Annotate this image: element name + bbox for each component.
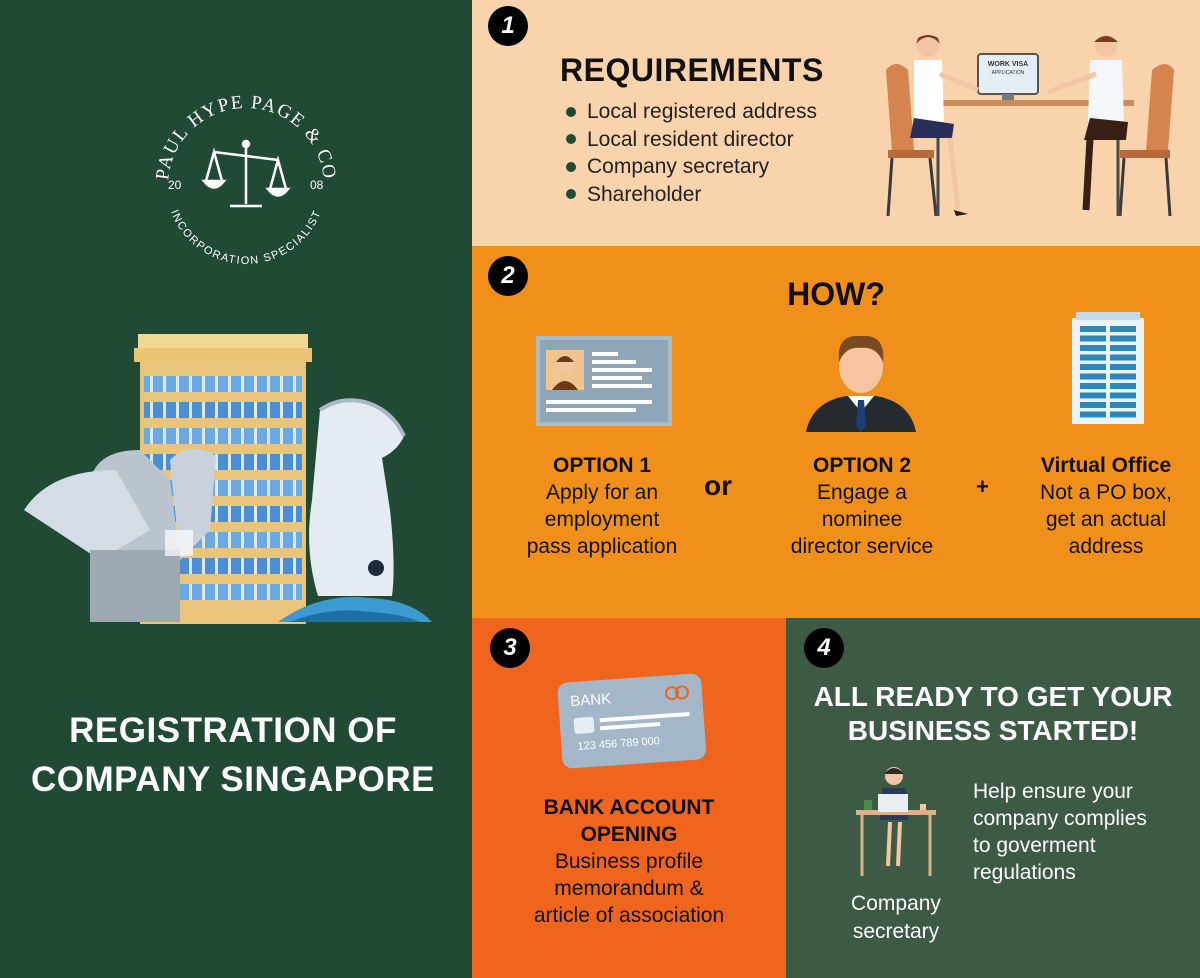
list-item: Company secretary [566, 153, 817, 181]
office-building-icon [1072, 312, 1144, 424]
svg-text:INCORPORATION SPECIALIST: INCORPORATION SPECIALIST [168, 208, 324, 267]
or-connector: or [704, 470, 732, 501]
bullet-icon [566, 134, 576, 145]
step-number-badge: 1 [488, 6, 528, 46]
svg-text:08: 08 [310, 178, 324, 192]
bank-description: Business profile memorandum & article of… [533, 850, 725, 927]
svg-text:BANK: BANK [570, 690, 612, 710]
option-1: OPTION 1 Apply for an employment pass ap… [526, 454, 678, 558]
bank-card-icon: BANK 123 456 789 000 [557, 673, 707, 769]
ready-title: ALL READY TO GET YOUR BUSINESS STARTED! [813, 681, 1173, 746]
list-item: Local registered address [566, 98, 817, 126]
ready-description: Help ensure your company complies to gov… [973, 780, 1147, 884]
page-title: REGISTRATION OF COMPANY SINGAPORE [31, 711, 435, 799]
bank-title: BANK ACCOUNT OPENING [543, 796, 715, 846]
step-how-panel: 2 HOW? OPTION 1 Apply for an employment … [472, 246, 1200, 618]
step-number-badge: 3 [490, 628, 530, 668]
company-logo: PAUL HYPE PAGE & CO INCORPORATION SPECIA… [152, 92, 338, 267]
plus-connector: + [976, 474, 989, 499]
bullet-icon [566, 189, 576, 200]
director-avatar-icon [806, 335, 916, 432]
scales-icon [201, 139, 291, 208]
svg-text:20: 20 [168, 178, 182, 192]
svg-text:123 456 789 000: 123 456 789 000 [577, 735, 660, 753]
singapore-landmarks-illustration [24, 334, 432, 624]
requirements-list: Local registered address Local resident … [566, 98, 817, 208]
svg-text:APPLICATION: APPLICATION [992, 70, 1025, 76]
how-title: HOW? [787, 276, 885, 312]
option-2: OPTION 2 Engage a nominee director servi… [790, 454, 934, 558]
step-requirements-panel: 1 REQUIREMENTS Local registered address … [472, 0, 1200, 246]
step-bank-panel: 3 BANK 123 456 789 000 BANK ACCOUNT OPEN… [472, 618, 786, 978]
step-ready-panel: 4 ALL READY TO GET YOUR BUSINESS STARTED… [786, 618, 1200, 978]
list-item: Local resident director [566, 126, 817, 154]
svg-text:WORK VISA: WORK VISA [988, 61, 1028, 68]
list-item: Shareholder [566, 181, 817, 209]
step-number-badge: 4 [804, 628, 844, 668]
step-number-badge: 2 [488, 256, 528, 296]
id-card-icon [536, 336, 672, 426]
requirements-title: REQUIREMENTS [560, 52, 824, 88]
meeting-illustration: WORK VISA APPLICATION [886, 35, 1174, 217]
left-column: PAUL HYPE PAGE & CO INCORPORATION SPECIA… [0, 0, 472, 978]
bullet-icon [566, 106, 576, 117]
option-virtual-office: Virtual Office Not a PO box, get an actu… [1040, 454, 1172, 558]
secretary-illustration [856, 767, 936, 876]
bullet-icon [566, 161, 576, 172]
secretary-label: Company secretary [851, 892, 941, 943]
